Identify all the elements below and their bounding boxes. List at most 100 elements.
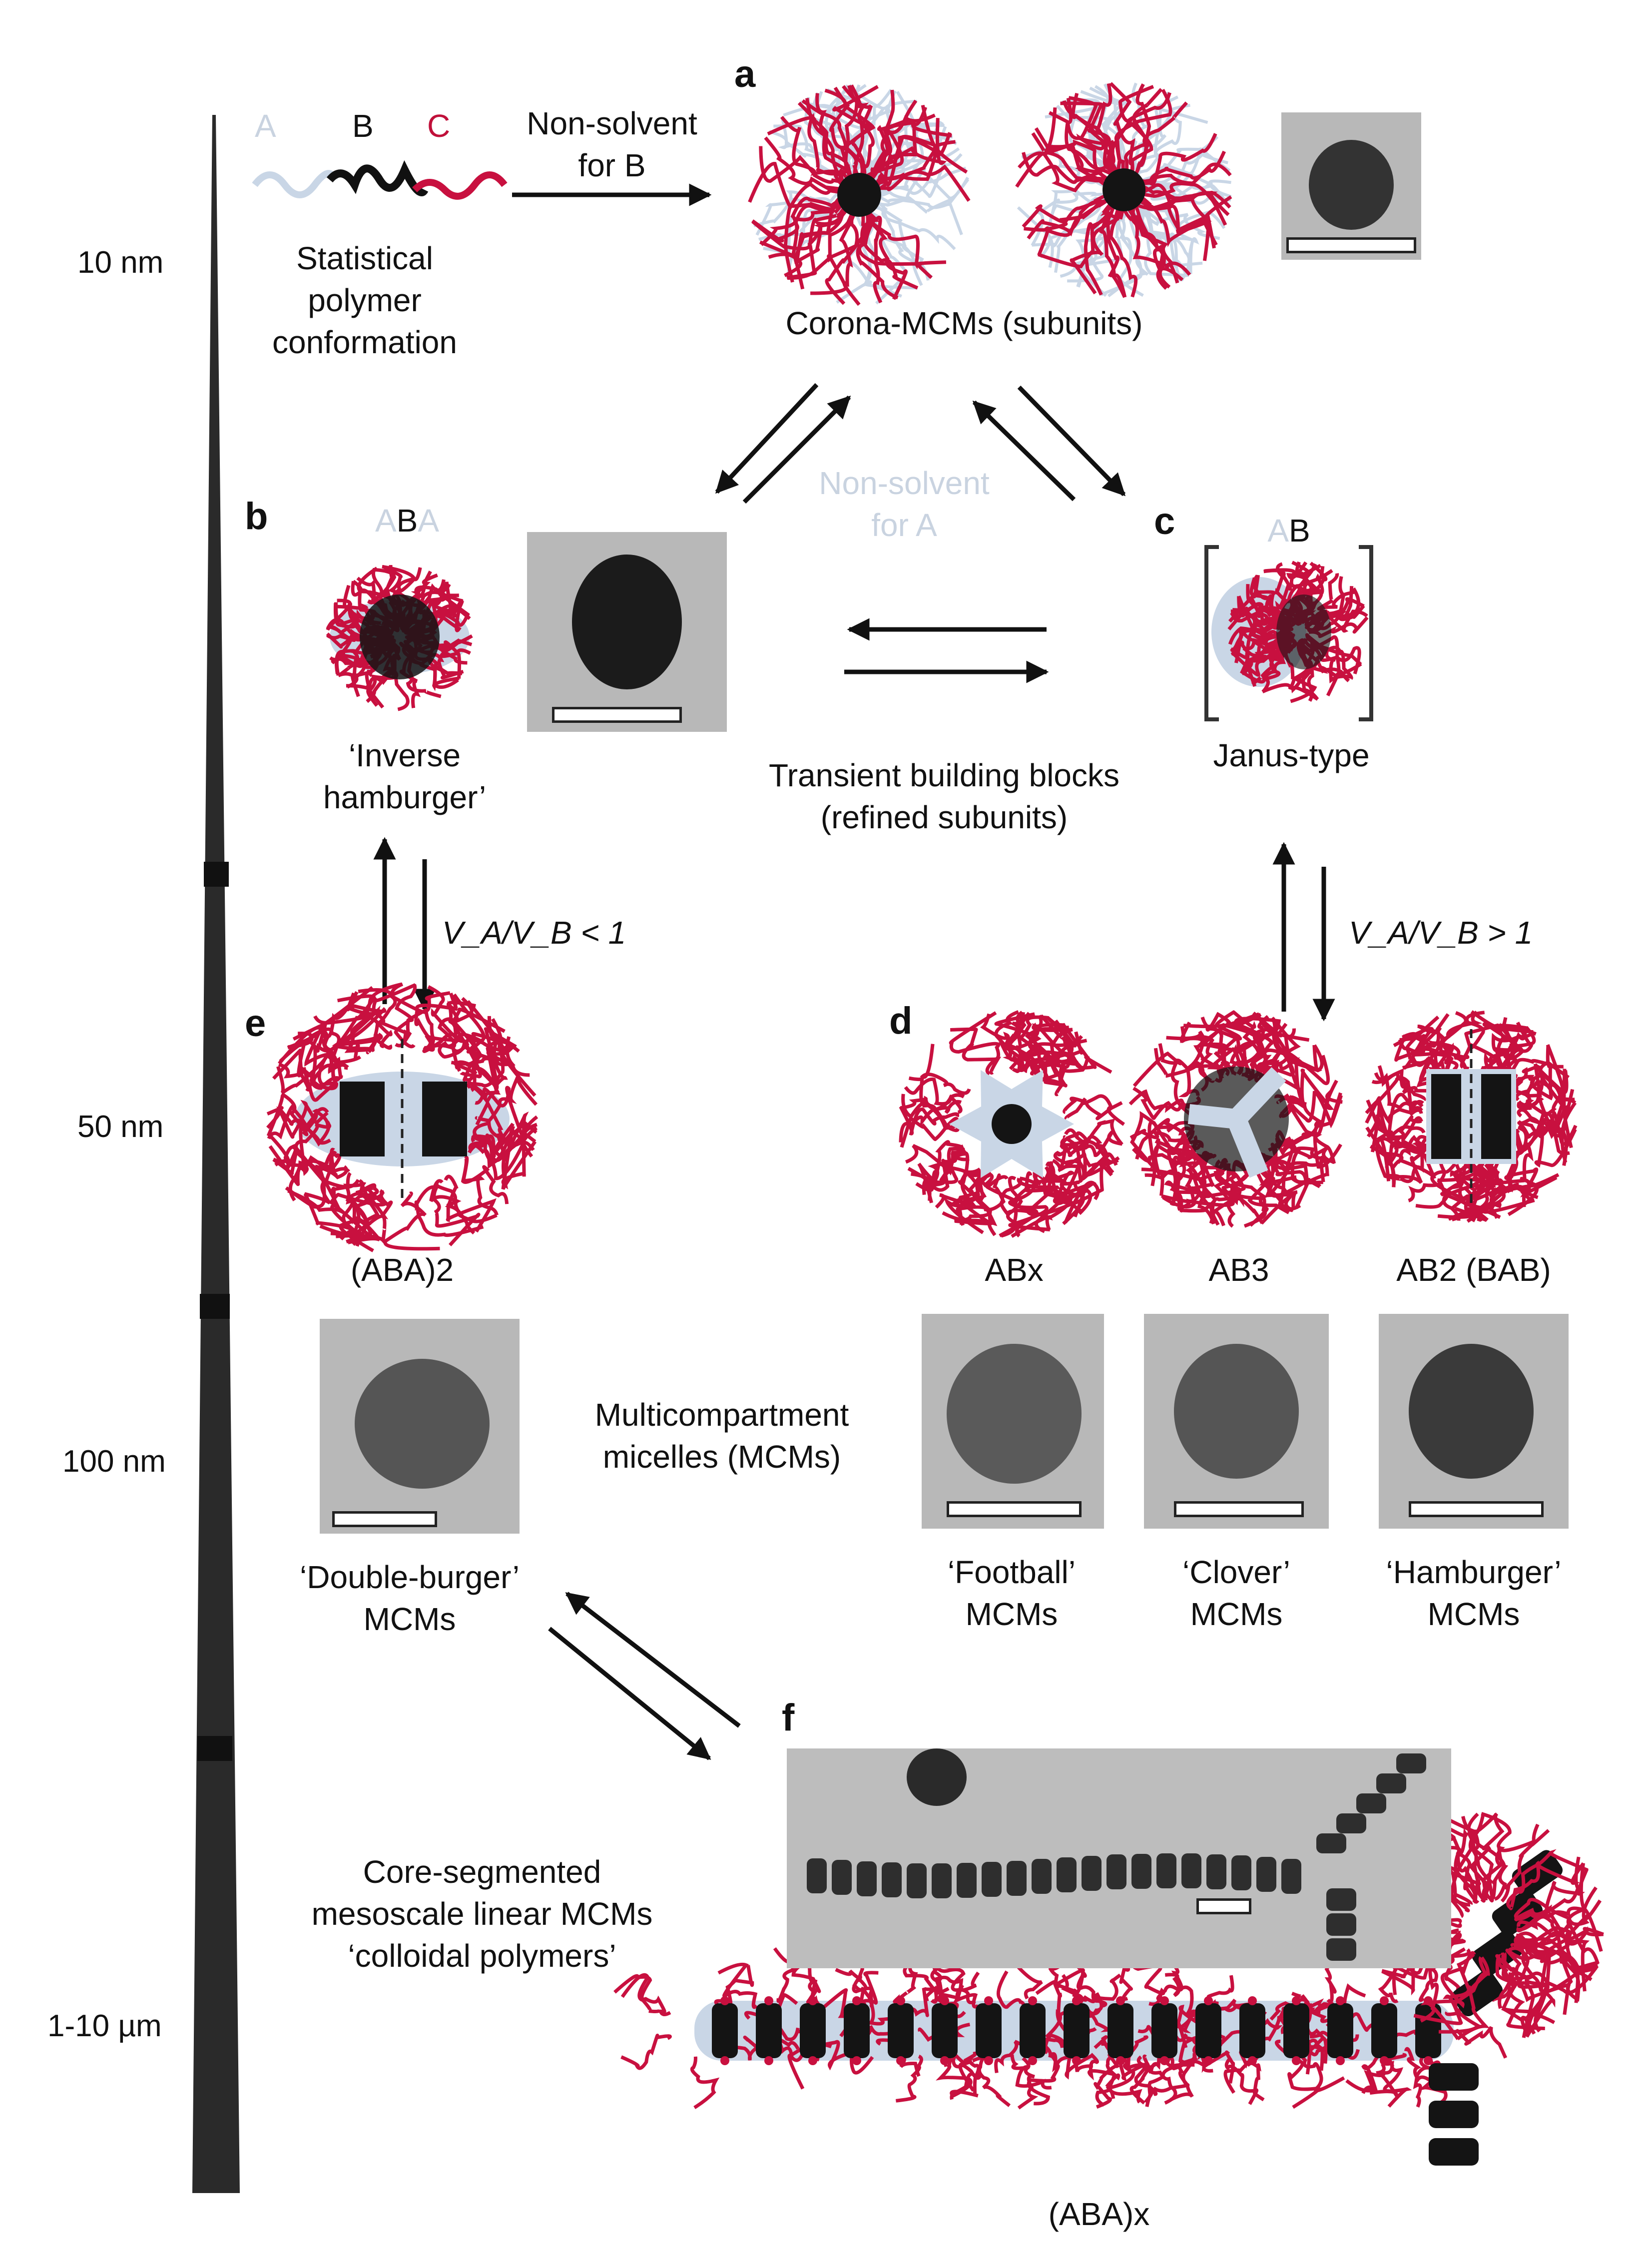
corona-strand xyxy=(1150,1138,1198,1186)
segment-marker xyxy=(1204,1996,1213,2005)
d-formula-clover: AB3 xyxy=(1208,1252,1269,1288)
inverse-hamburger-caption: ‘Inverse hamburger’ xyxy=(323,737,487,815)
corona-strand xyxy=(1034,127,1119,186)
scale-label-50nm: 50 nm xyxy=(77,1110,164,1144)
corona-strand xyxy=(905,1144,964,1176)
corona-strand xyxy=(1132,183,1231,209)
tem-chain-segment xyxy=(807,1858,827,1893)
corona-strand xyxy=(950,1027,1002,1075)
corona-strand xyxy=(1296,2049,1345,2093)
corona-strand xyxy=(1099,196,1127,298)
corona-strand xyxy=(1122,197,1179,284)
tem-chain-segment xyxy=(1057,1857,1077,1893)
corona-strand xyxy=(717,1962,758,2009)
corona-strand xyxy=(1256,1017,1285,1083)
core-segment xyxy=(800,2003,826,2058)
core-segment xyxy=(422,1082,467,1156)
corona-strand xyxy=(1489,1017,1526,1079)
corona-strand xyxy=(862,202,933,279)
corona-strand xyxy=(278,1063,338,1102)
segment-marker xyxy=(984,1996,993,2005)
segment-marker xyxy=(1028,2056,1037,2065)
corona-strand xyxy=(1274,1044,1324,1106)
core-segment xyxy=(844,2003,870,2058)
corona-strand xyxy=(1484,1024,1529,1072)
corona-strand xyxy=(856,203,899,300)
scale-bar xyxy=(947,1501,1082,1517)
corona-strand xyxy=(1213,1159,1237,1228)
corona-strand xyxy=(1060,101,1123,183)
corona-strand xyxy=(1017,2057,1039,2110)
panel-label-a: a xyxy=(734,53,756,95)
non-solvent-A-label: Non-solvent for A xyxy=(819,465,990,543)
segment-marker xyxy=(808,1996,817,2005)
corona-strand xyxy=(1275,1119,1342,1169)
core-segment xyxy=(976,2003,1002,2058)
corona-strand xyxy=(1048,1162,1086,1218)
tem-chain-segment xyxy=(1131,1853,1151,1889)
corona-strand xyxy=(461,1156,499,1216)
tem-chain-segment xyxy=(1256,1857,1276,1892)
segment-marker xyxy=(1116,2056,1125,2065)
corona-strand xyxy=(383,1191,440,1251)
tem-particle xyxy=(572,555,682,689)
corona-strand xyxy=(1413,1953,1475,2025)
arrow-e-to-f xyxy=(548,1627,711,1760)
arrow-a-to-b xyxy=(715,383,819,494)
ratio-left-text: V_A/V_B < 1 xyxy=(442,915,626,951)
branch-segment xyxy=(1429,2138,1479,2166)
core-segment xyxy=(1107,2003,1133,2058)
corona-strand xyxy=(1370,1100,1422,1152)
corona-strand xyxy=(1026,1169,1083,1216)
tem-branch-segment xyxy=(1326,1938,1356,1961)
corona-strand xyxy=(1172,1149,1210,1211)
corona-strand xyxy=(1008,1176,1051,1231)
segment-marker xyxy=(1160,2056,1169,2065)
bracket-right xyxy=(1359,545,1373,721)
corona-strand xyxy=(949,2046,982,2094)
corona-strand xyxy=(1000,1177,1053,1238)
corona-strand xyxy=(1142,2054,1177,2105)
arrow-f-to-e xyxy=(565,1592,741,1728)
segment-marker xyxy=(940,1996,949,2005)
compartment-A xyxy=(1187,1067,1286,1178)
corona-strand xyxy=(1415,1163,1467,1209)
tem-chain-segment xyxy=(1007,1860,1027,1896)
corona-strand xyxy=(1254,1017,1301,1083)
corona-caption: Corona-MCMs (subunits) xyxy=(785,305,1143,341)
core-segment xyxy=(756,2003,782,2058)
tem-image-f xyxy=(787,1748,1451,1968)
corona-strand xyxy=(1517,1907,1603,1952)
corona-strand xyxy=(1114,84,1154,183)
tem-chain-segment xyxy=(1206,1854,1226,1889)
hamburger-micelle xyxy=(1365,1010,1578,1223)
corona-strand xyxy=(1456,1956,1490,2041)
corona-strand xyxy=(1179,1026,1215,1083)
corona-strand xyxy=(1384,1142,1434,1184)
corona-strand xyxy=(1148,1953,1183,2006)
corona-strand xyxy=(780,115,852,191)
corona-strand xyxy=(1508,1946,1556,2024)
corona-strand xyxy=(1500,1829,1550,1903)
core-segment xyxy=(888,2003,914,2058)
block-letter-C: C xyxy=(427,108,451,144)
tem-image-a xyxy=(1281,112,1421,260)
panel-label-f: f xyxy=(782,1697,795,1739)
scale-bar xyxy=(1174,1501,1304,1517)
corona-strand xyxy=(1249,1027,1310,1083)
segment-marker xyxy=(764,2056,773,2065)
tem-branch-segment xyxy=(1326,1913,1356,1936)
corona-mcm-2 xyxy=(1015,82,1232,298)
scale-bar xyxy=(1196,1898,1251,1914)
arrow-c-to-a xyxy=(972,400,1076,502)
tem-image-b xyxy=(527,532,727,732)
janus-micelle xyxy=(1211,561,1369,703)
arrow-b-to-a xyxy=(742,395,851,504)
corona-strand xyxy=(1271,1143,1321,1188)
core-segment xyxy=(340,1082,385,1156)
corona-strand xyxy=(829,86,859,186)
corona-strand xyxy=(1135,1118,1195,1160)
corona-strand xyxy=(467,1048,530,1089)
